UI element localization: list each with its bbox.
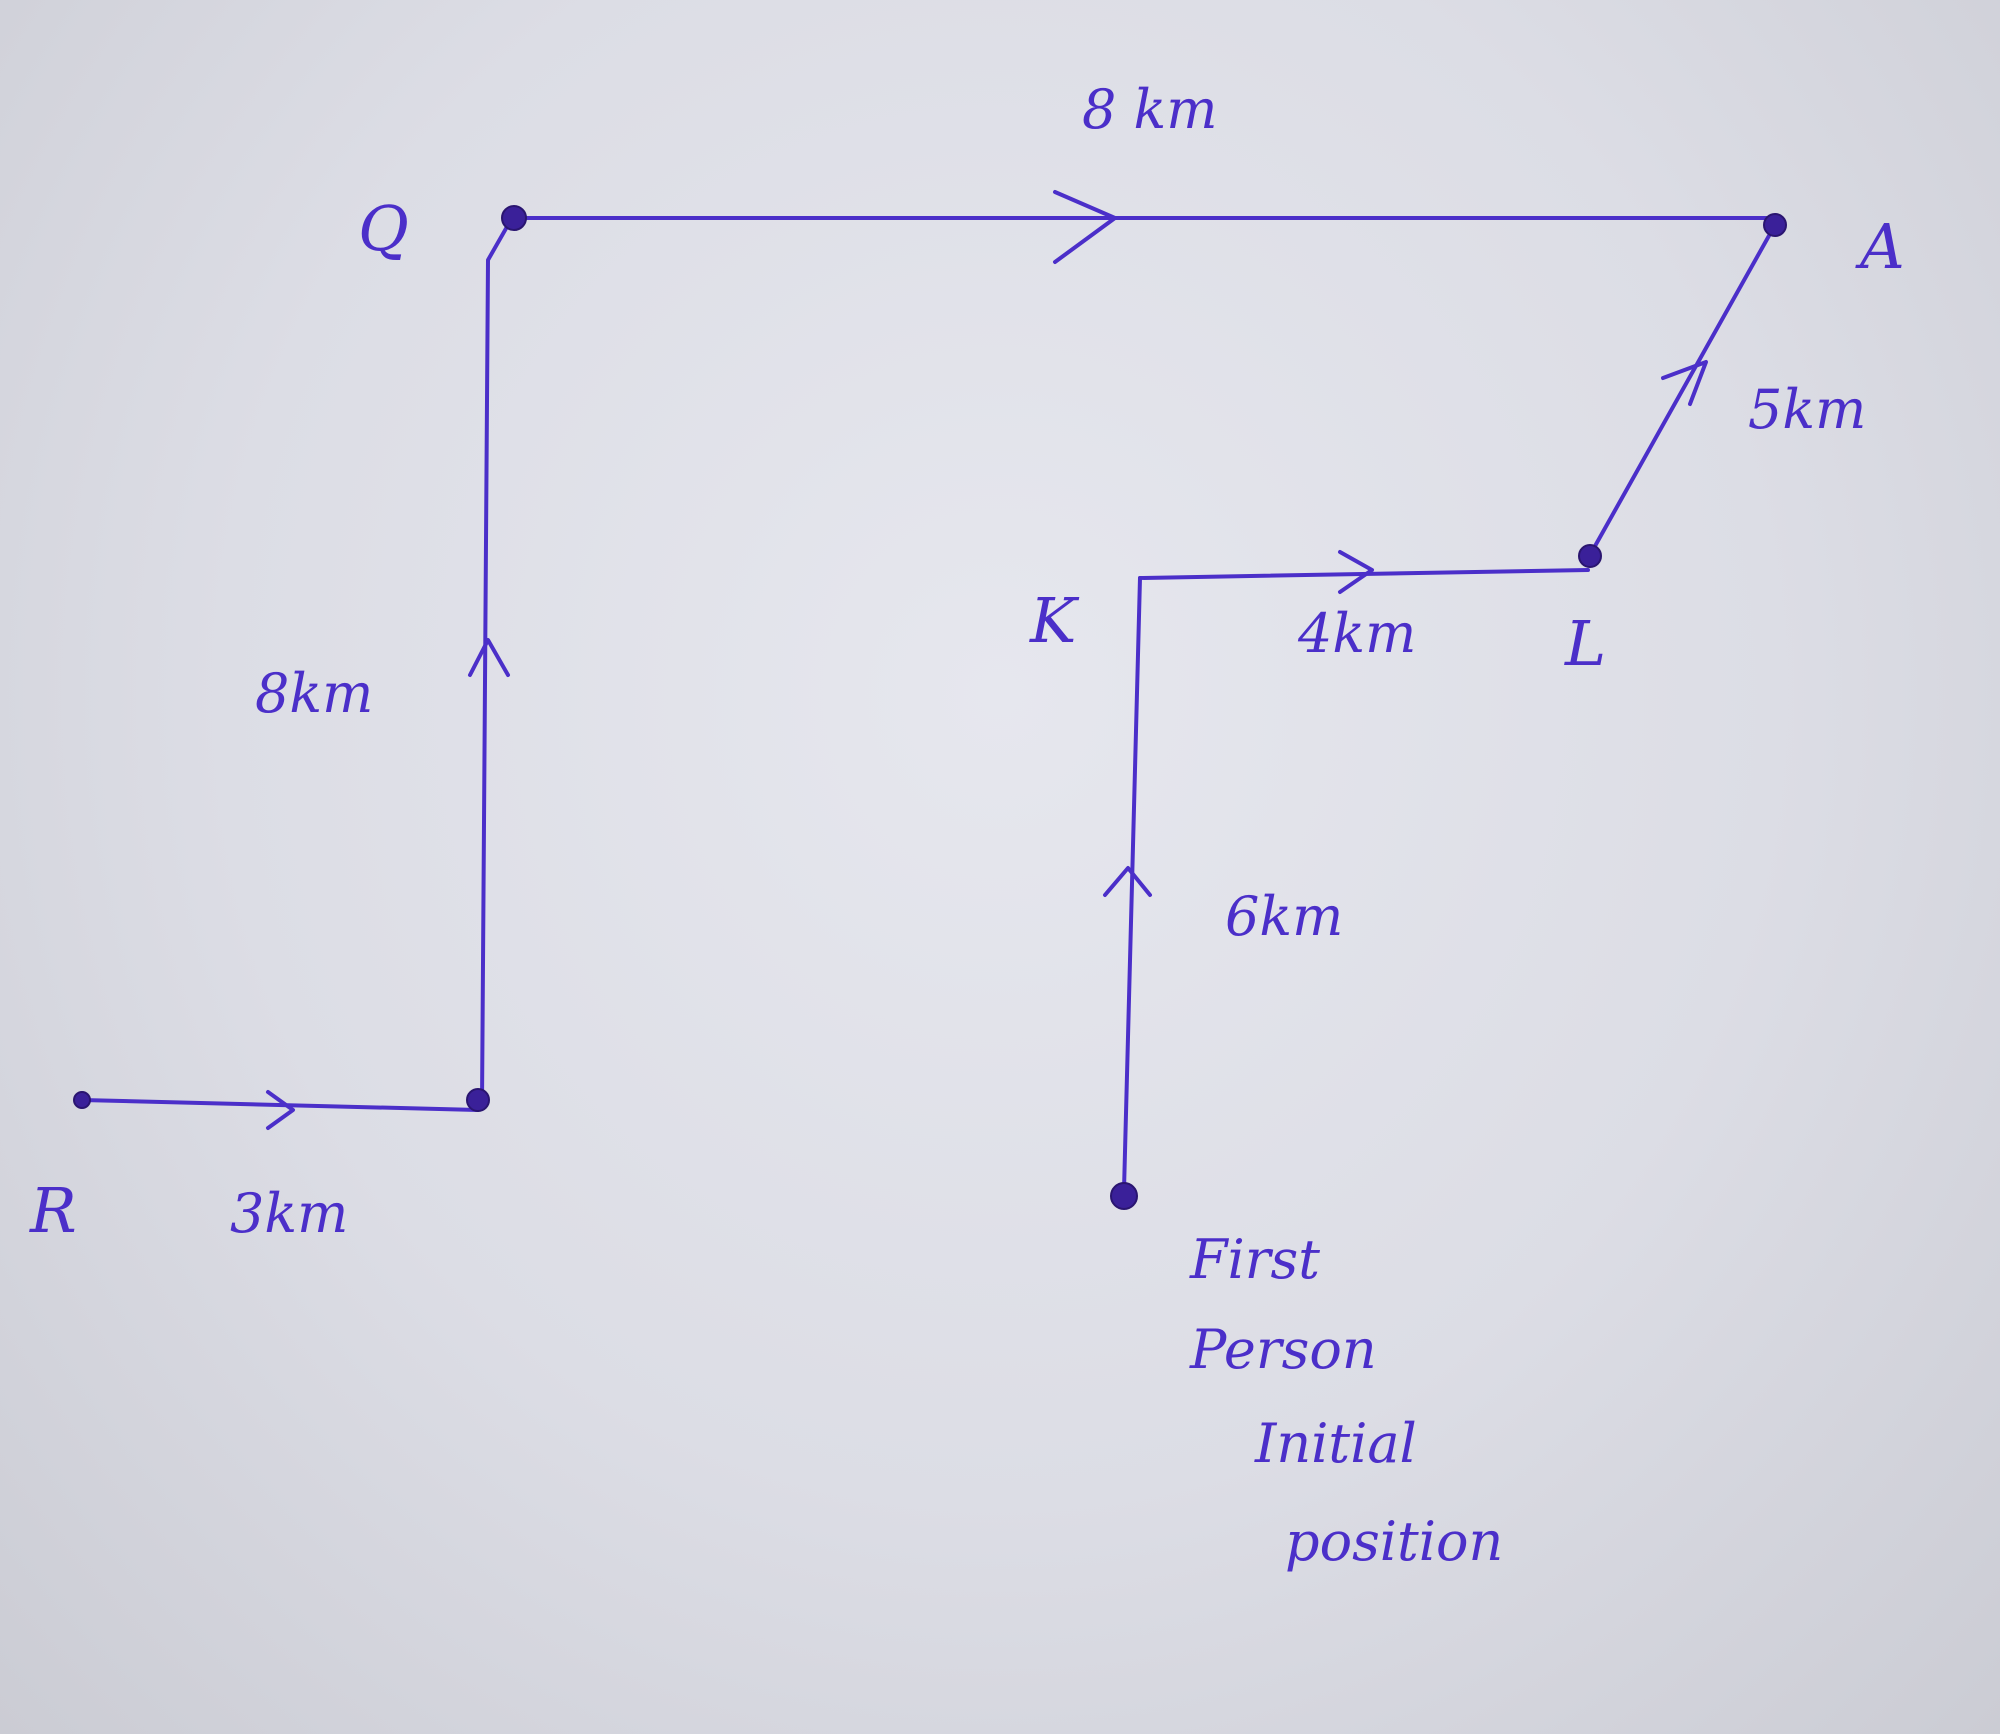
label-k: K (1029, 584, 1080, 657)
label-q: Q (358, 192, 409, 265)
point-start-dot (1110, 1182, 1138, 1210)
annotation-line-initial: Initial (1254, 1412, 1417, 1475)
arrow-up-to-q-icon (468, 638, 510, 677)
point-l-dot (1578, 544, 1602, 568)
path-r-to-corner (80, 1098, 480, 1112)
arrow-start-to-k-icon (1103, 866, 1152, 897)
annotation-line-first: First (1189, 1228, 1320, 1291)
label-a: A (1855, 210, 1905, 283)
label-r: R (29, 1174, 77, 1247)
distance-r-segment: 3km (230, 1182, 348, 1245)
annotation-line-position: position (1285, 1510, 1503, 1573)
annotation-line-person: Person (1189, 1318, 1377, 1381)
point-a-dot (1763, 213, 1787, 237)
distance-l-to-a: 5km (1748, 378, 1866, 441)
distance-q-to-a: 8 km (1082, 78, 1217, 141)
arrow-l-to-a-icon (1661, 360, 1708, 406)
arrow-k-to-l-icon (1338, 550, 1374, 594)
distance-start-to-k: 6km (1225, 885, 1343, 948)
distance-up-to-q: 8km (255, 662, 373, 725)
arrow-q-to-a-icon (1053, 190, 1117, 264)
point-r-dot (73, 1091, 91, 1109)
path-start-to-k (1122, 576, 1142, 1192)
distance-k-to-l: 4km (1297, 602, 1416, 665)
label-l: L (1564, 607, 1606, 680)
arrow-r-segment-icon (266, 1090, 295, 1130)
point-q-dot (501, 205, 527, 231)
point-corner-dot (466, 1088, 490, 1112)
path-corner-to-q (480, 216, 514, 1106)
path-l-to-a (1588, 223, 1777, 557)
